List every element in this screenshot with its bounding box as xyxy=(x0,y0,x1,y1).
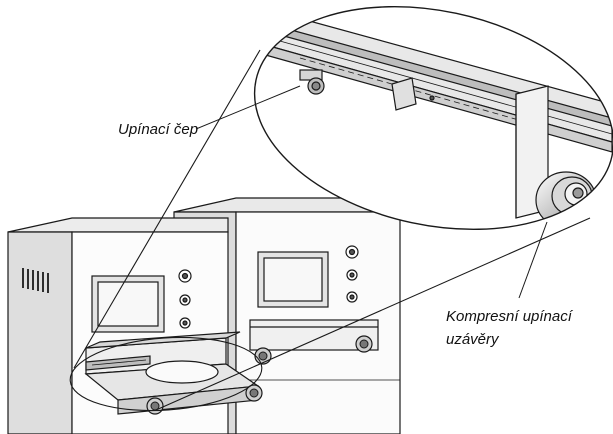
label-compression-latches-line1: Kompresní upínací xyxy=(446,308,574,325)
right-latch-left xyxy=(254,347,272,365)
right-latch-right xyxy=(355,335,373,353)
magnified-detail xyxy=(253,6,613,230)
drawer-latch-left xyxy=(146,397,164,415)
rail-bracket xyxy=(391,77,417,111)
label-leaders xyxy=(195,85,548,299)
label-compression-latches-line2: uzávěry xyxy=(446,331,500,348)
detail-callout-ellipse xyxy=(69,336,263,412)
mounting-pin xyxy=(299,69,325,95)
left-cabinet-vents xyxy=(22,268,49,293)
callout-connector-lines xyxy=(73,49,591,411)
drawer-latch-right xyxy=(245,384,263,402)
label-mounting-pin: Upínací čep xyxy=(118,121,198,138)
